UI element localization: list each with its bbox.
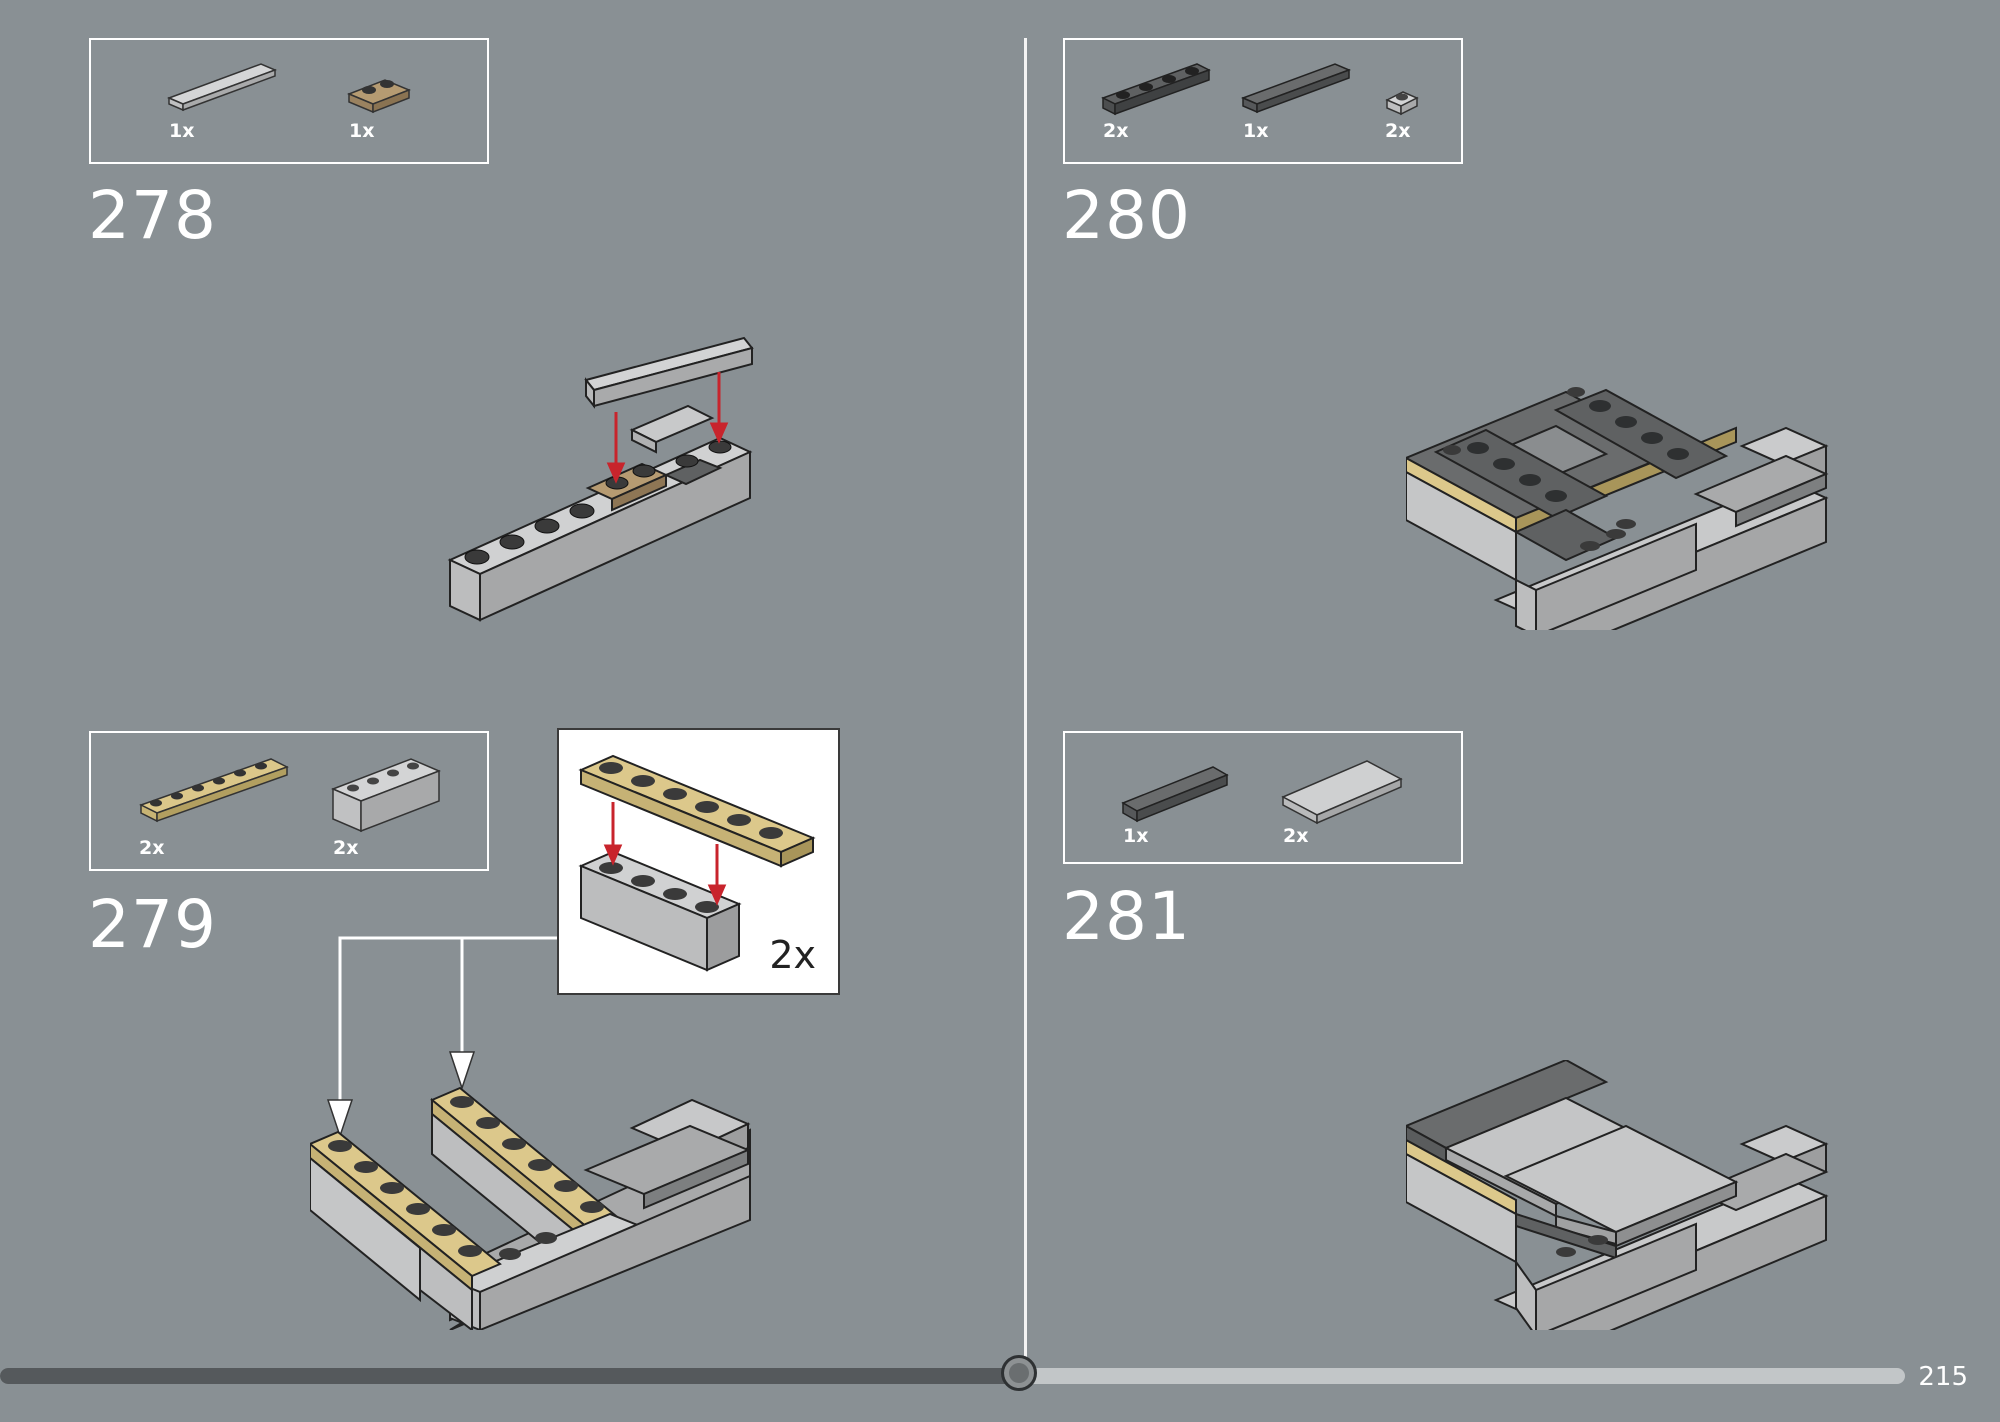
step-279-model [310,936,751,1330]
step-278-parts-list: 1x 1x [89,38,489,164]
part-quantity: 2x [139,837,165,859]
step-278-model [447,336,754,622]
dark-gray-tile-1x4-part-icon [1121,766,1229,823]
step-281-model [1406,1060,1829,1330]
part-quantity: 2x [333,837,359,859]
subassembly-drawing [578,754,816,972]
part-quantity: 1x [169,120,195,142]
step-280-parts-icon [1101,63,1419,116]
step-281-parts-icon [1121,760,1403,825]
page-divider [1024,38,1027,1363]
step-280-parts-list: 2x 1x 2x [1063,38,1463,164]
light-gray-tile-part-icon [166,63,278,112]
part-quantity: 1x [1123,825,1149,847]
part-quantity: 1x [1243,120,1269,142]
part-quantity: 1x [349,120,375,142]
light-gray-brick-1x4-part-icon [331,758,441,833]
part-quantity: 2x [1283,825,1309,847]
step-279-number: 279 [88,886,217,963]
page-progress-slider[interactable] [0,1355,1905,1391]
right-page: 2x 1x 2x 280 [1026,0,2000,1422]
dark-gray-tile-part-icon [1240,63,1352,114]
callout-quantity: 2x [769,933,816,977]
part-quantity: 2x [1103,120,1129,142]
step-279-subassembly-callout: 2x [557,728,840,995]
step-280-model [1406,387,1829,630]
slider-handle[interactable] [1001,1355,1038,1391]
step-279-parts-icon [139,758,441,833]
progress-fill [0,1368,1020,1384]
step-281-parts-list: 1x 2x [1063,731,1463,864]
dark-tan-plate-part-icon [346,79,412,114]
tan-plate-1x6-part-icon [139,758,289,823]
step-281-number: 281 [1062,878,1191,955]
light-gray-tile-2x4-part-icon [1281,760,1403,825]
left-page: 1x 1x 278 [88,38,840,1330]
light-gray-plate-1x1-part-icon [1385,91,1419,116]
part-quantity: 2x [1385,120,1411,142]
page-number: 215 [1918,1362,1968,1392]
step-279-parts-list: 2x 2x [89,731,489,871]
dark-gray-plate-1x4-part-icon [1101,63,1211,116]
step-278-number: 278 [88,177,217,254]
step-278-parts-icon [166,63,412,114]
step-280-number: 280 [1062,177,1191,254]
